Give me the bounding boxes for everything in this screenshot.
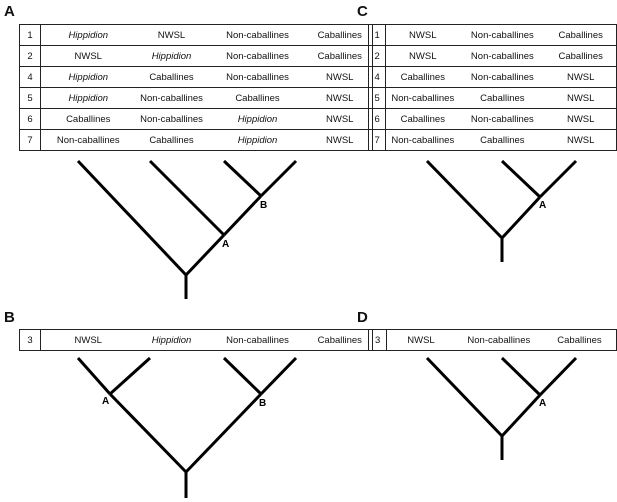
tree-a-branch-right	[184, 233, 226, 277]
taxon-cell: Non-caballines	[385, 129, 460, 151]
tree-d-branch-right	[500, 393, 542, 438]
taxon-cell: Caballines	[542, 329, 617, 351]
tree-c-branch-left	[425, 159, 504, 240]
tree-b-branch-a-right	[108, 356, 152, 396]
tree-c-branch-a-right	[538, 159, 578, 199]
taxon-cell: Non-caballines	[40, 129, 136, 151]
tree-a-node-label-a: A	[222, 239, 229, 250]
topology-number: 7	[19, 129, 41, 151]
taxon-cell: NWSL	[386, 329, 455, 351]
tree-c-node-label-a: A	[539, 200, 546, 211]
tree-b-branch-a-left	[76, 357, 112, 395]
tree-b-node-label-b: B	[259, 398, 266, 409]
tree-b-branch-b-right	[259, 356, 298, 396]
panel-label-a: A	[4, 3, 15, 20]
tree-a-node-label-b: B	[260, 200, 267, 211]
tree-d-branch-left	[425, 356, 504, 438]
tree-b-node-label-a: A	[102, 396, 109, 407]
tree-a-branch-b-right	[259, 159, 298, 198]
taxon-cell: NWSL	[545, 129, 617, 151]
tree-b-branch-b-left	[222, 356, 263, 396]
panel-label-c: C	[357, 3, 368, 20]
panel-label-d: D	[357, 309, 368, 326]
panel-label-b: B	[4, 309, 15, 326]
tree-a-branch-a-left	[148, 159, 226, 237]
tree-d: A	[425, 356, 578, 460]
taxon-cell: Caballines	[459, 129, 546, 151]
tree-a-branch-a-right	[222, 194, 263, 237]
tree-d-branch-a-right	[538, 356, 578, 397]
tree-b: A B	[76, 356, 298, 498]
tree-a-branch-b-left	[222, 159, 263, 198]
tree-a-branch-left	[76, 159, 188, 277]
topology-number: 6	[367, 108, 387, 130]
taxon-cell: Caballines	[135, 129, 208, 151]
tree-c-branch-right	[500, 195, 542, 240]
taxon-cell: Hippidion	[207, 129, 308, 151]
taxon-cell: Non-caballines	[454, 329, 543, 351]
tree-b-branch-right	[184, 392, 263, 474]
tree-b-branch-left	[108, 392, 188, 474]
topology-number: 3	[367, 329, 388, 351]
taxon-cell: Hippidion	[135, 329, 208, 351]
tree-d-branch-a-left	[500, 356, 542, 397]
tree-a: A B	[76, 159, 298, 299]
topology-number: 2	[367, 45, 387, 67]
tree-c: A	[425, 159, 578, 262]
taxon-cell: NWSL	[40, 329, 136, 351]
topology-number: 3	[19, 329, 41, 351]
tree-c-branch-a-left	[500, 159, 542, 199]
tree-d-node-label-a: A	[539, 398, 546, 409]
taxon-cell: Non-caballines	[207, 329, 308, 351]
topology-number: 7	[367, 129, 387, 151]
